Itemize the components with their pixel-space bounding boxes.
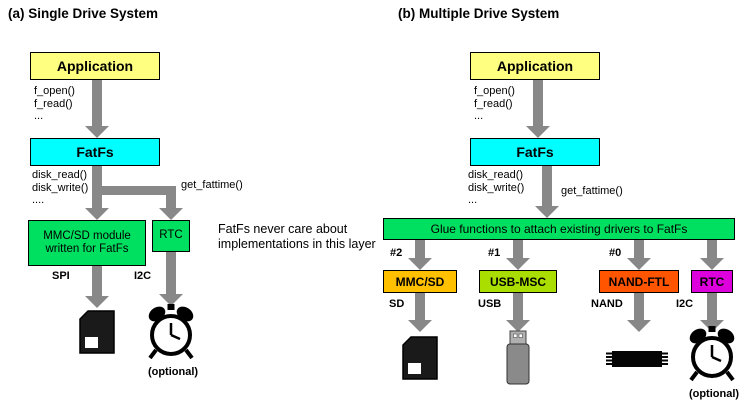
arrow-b-app-to-fatfs: [526, 80, 550, 138]
panel-b-app-calls: f_open() f_read() ...: [474, 85, 515, 123]
call-line: f_open(): [34, 85, 75, 97]
call-line: ....: [32, 194, 45, 206]
sd-card-icon: [402, 336, 438, 385]
panel-a-optional-label: (optional): [147, 366, 199, 378]
arrow-b-mmcsd-to-sdcard: [408, 293, 432, 332]
call-line: ...: [474, 110, 484, 122]
bus-label-i2c: I2C: [676, 298, 694, 310]
arrow-b-nandftl-to-chip: [627, 293, 651, 332]
driver-box-usbmsc: USB-MSC: [479, 270, 557, 293]
arrow-a-app-to-fatfs: [85, 80, 109, 138]
panel-a-fatfs-box: FatFs: [30, 138, 160, 166]
arrow-b-glue-to-mmcsd: [408, 240, 432, 270]
arrow-b-glue-to-rtc: [700, 240, 724, 270]
sd-card-icon: [79, 310, 115, 359]
call-line: f_read(): [474, 97, 513, 110]
panel-a-rtc-box: RTC: [152, 220, 190, 252]
slot-label-2: #2: [390, 247, 403, 259]
driver-box-rtc: RTC: [691, 270, 733, 293]
slot-label-1: #1: [488, 247, 501, 259]
bus-label-usb: USB: [478, 298, 502, 310]
panel-a-get-fattime-label: get_fattime(): [181, 179, 243, 191]
call-line: disk_read(): [32, 169, 88, 181]
panel-b-fatfs-box: FatFs: [470, 138, 600, 166]
call-line: disk_read(): [468, 169, 524, 181]
elbow-a-horizontal-bar: [92, 186, 176, 195]
arrow-a-elbow-to-rtc: [159, 186, 183, 220]
panel-a-mmc-module-box: MMC/SD module written for FatFs: [28, 220, 146, 266]
bus-label-sd: SD: [389, 298, 405, 310]
panel-b-disk-calls: disk_read() disk_write() ...: [468, 169, 524, 207]
bus-label-nand: NAND: [591, 298, 623, 310]
alarm-clock-icon: [146, 304, 196, 364]
panel-a-title: (a) Single Drive System: [8, 6, 159, 21]
arrow-b-glue-to-usbmsc: [506, 240, 530, 270]
call-line: disk_write(): [468, 181, 525, 194]
panel-b-get-fattime-label: get_fattime(): [561, 185, 623, 197]
alarm-clock-icon: [687, 326, 737, 386]
panel-b-application-box: Application: [470, 52, 600, 80]
usb-stick-icon: [500, 330, 536, 391]
call-line: disk_write(): [32, 181, 89, 194]
driver-box-mmcsd: MMC/SD: [383, 270, 457, 293]
arrow-b-fatfs-to-glue: [535, 166, 559, 218]
arrow-a-rtc-to-clock: [159, 252, 183, 306]
panel-a-disk-calls: disk_read() disk_write() ....: [32, 169, 88, 207]
panel-a-i2c-label: I2C: [134, 270, 152, 282]
driver-box-nandftl: NAND-FTL: [599, 270, 679, 293]
panel-a-app-calls: f_open() f_read() ...: [34, 85, 75, 123]
call-line: ...: [468, 194, 478, 206]
arrow-b-usbmsc-to-stick: [506, 293, 530, 332]
panel-b-title: (b) Multiple Drive System: [398, 6, 560, 21]
call-line: f_open(): [474, 85, 515, 97]
call-line: f_read(): [34, 97, 73, 110]
panel-a-spi-label: SPI: [52, 270, 70, 282]
slot-label-0: #0: [609, 247, 622, 259]
arrow-a-mmc-to-sdcard: [85, 266, 109, 308]
panel-a-note: FatFs never care about implementations i…: [218, 222, 376, 251]
nand-chip-icon: [605, 348, 669, 375]
panel-a-application-box: Application: [30, 52, 160, 80]
panel-b-glue-box: Glue functions to attach existing driver…: [383, 218, 735, 240]
arrow-b-glue-to-nandftl: [627, 240, 651, 270]
call-line: ...: [34, 110, 44, 122]
panel-b-optional-label: (optional): [688, 388, 740, 400]
